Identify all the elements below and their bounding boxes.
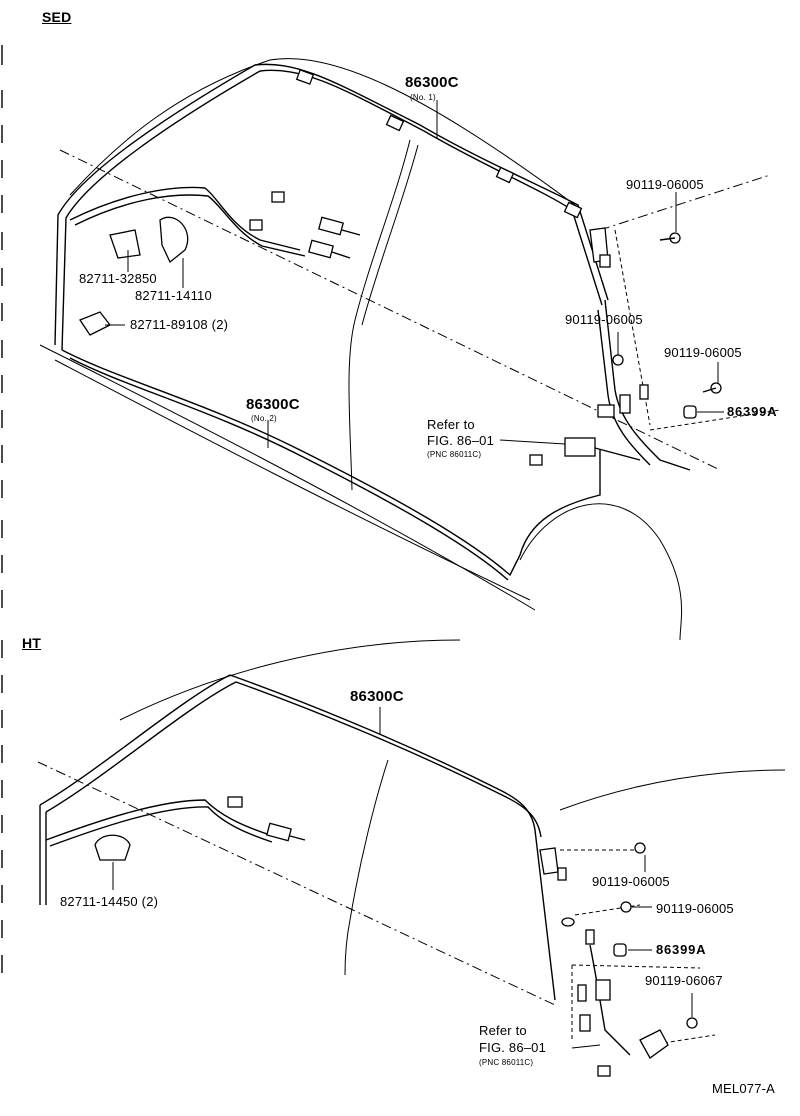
- refer-text-pnc: (PNC 86011C): [427, 450, 482, 459]
- figure-code: MEL077-A: [712, 1081, 776, 1096]
- part-label-90119-06005-top: 90119-06005: [626, 177, 704, 192]
- ht-part-label-82711-14450: 82711-14450 (2): [60, 894, 159, 909]
- ht-part-label-90119-06005-b: 90119-06005: [656, 901, 734, 916]
- ht-refer-text-line2: FIG. 86–01: [479, 1040, 547, 1055]
- part-sublabel-no1: (No. 1): [410, 93, 436, 102]
- sed-car-body: [39, 58, 781, 641]
- ht-refer-text-line1: Refer to: [479, 1023, 527, 1038]
- section-label-sed: SED: [42, 9, 72, 25]
- part-label-86300c-no1: 86300C: [405, 74, 459, 91]
- ht-part-label-90119-06005-a: 90119-06005: [592, 874, 670, 889]
- part-label-82711-14110: 82711-14110: [135, 288, 212, 303]
- ht-car-body: [37, 639, 786, 1077]
- refer-text-line2: FIG. 86–01: [427, 433, 495, 448]
- part-label-90119-06005-right: 90119-06005: [664, 345, 742, 360]
- part-sublabel-no2: (No. 2): [251, 414, 277, 423]
- ht-part-label-86300c: 86300C: [350, 688, 404, 705]
- part-label-86300c-no2: 86300C: [246, 396, 300, 413]
- section-label-ht: HT: [22, 635, 42, 651]
- part-label-90119-06005-mid: 90119-06005: [565, 312, 643, 327]
- ht-refer-text-pnc: (PNC 86011C): [479, 1058, 534, 1067]
- ht-part-label-86399a: 86399A: [656, 942, 707, 957]
- ht-part-label-90119-06067: 90119-06067: [645, 973, 723, 988]
- part-label-82711-32850: 82711-32850: [79, 271, 157, 286]
- refer-text-line1: Refer to: [427, 417, 475, 432]
- part-label-86399a: 86399A: [727, 404, 778, 419]
- part-label-82711-89108: 82711-89108 (2): [130, 317, 229, 332]
